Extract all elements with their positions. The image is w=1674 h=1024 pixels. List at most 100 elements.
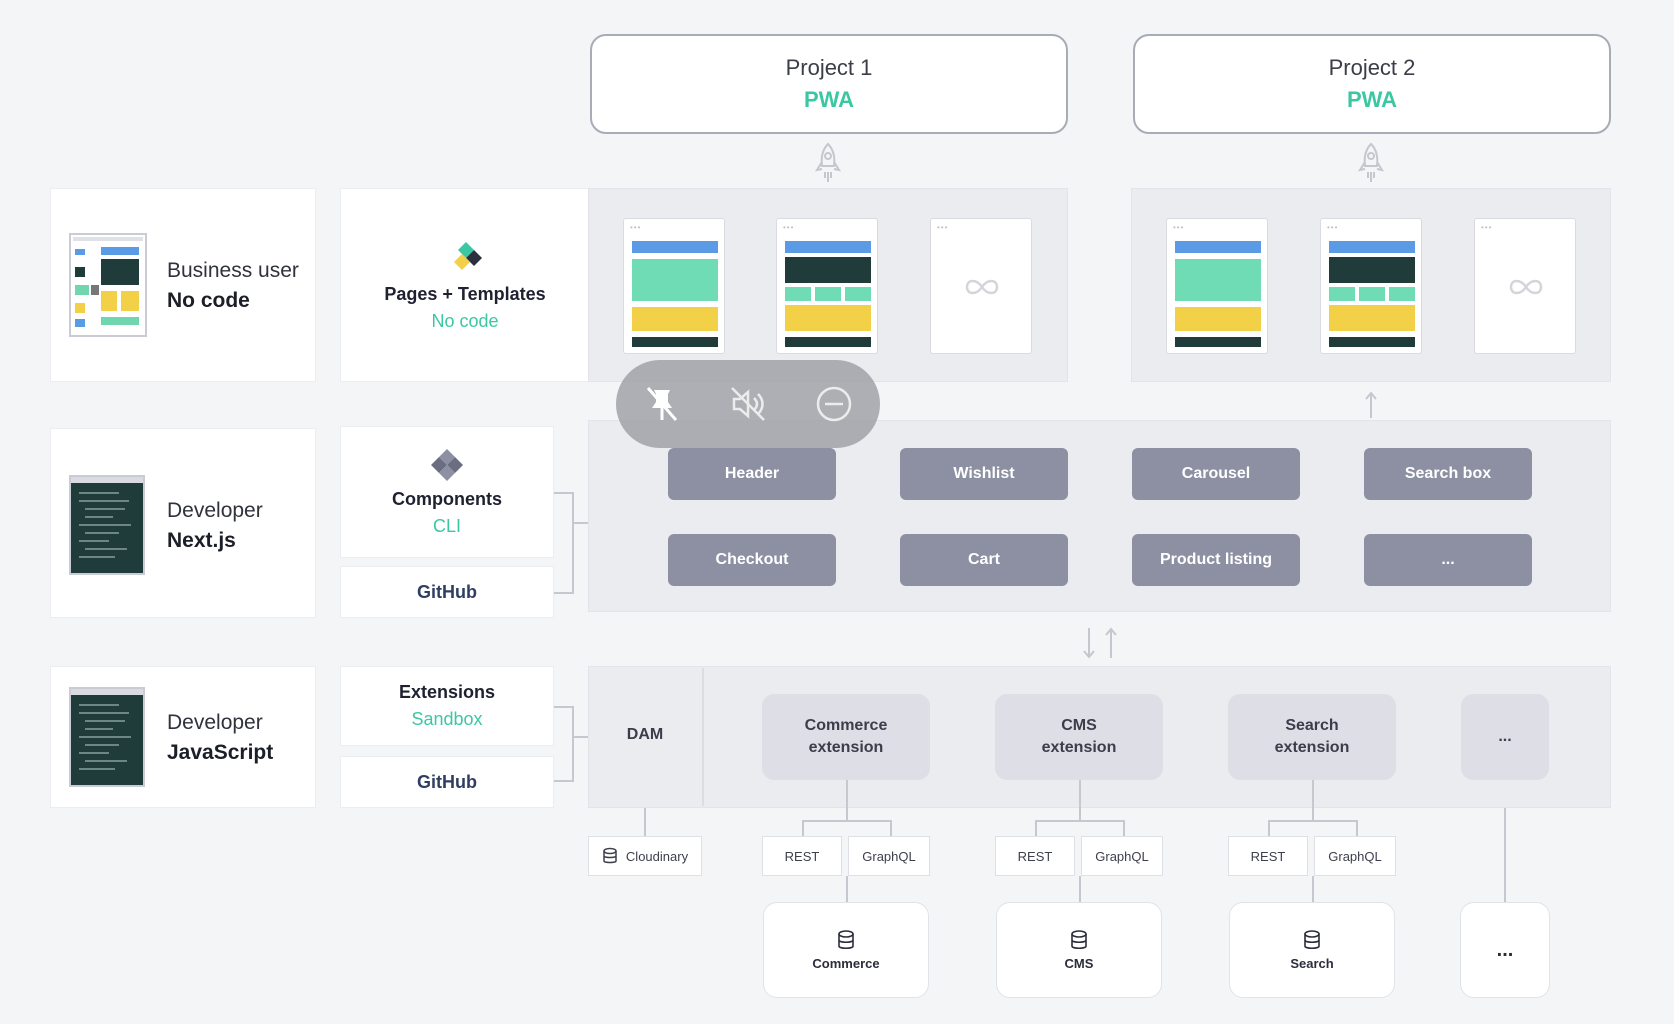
connector-line <box>1356 820 1358 836</box>
github-label: GitHub <box>417 581 477 602</box>
components-box: Components CLI <box>340 426 554 558</box>
database-icon <box>1304 929 1320 949</box>
dam-divider <box>702 668 704 806</box>
page-thumbnail[interactable]: ••• <box>776 218 878 354</box>
unpin-icon[interactable] <box>642 384 682 424</box>
connector-line <box>554 592 574 594</box>
arrow-up-icon <box>1365 391 1377 418</box>
database-icon <box>603 847 617 864</box>
connector-line <box>572 522 590 524</box>
project-2-title: Project 2 <box>1328 55 1416 80</box>
persona-developer-javascript: Developer JavaScript <box>50 666 316 808</box>
component-wishlist-button[interactable]: Wishlist <box>900 448 1068 500</box>
connector-line <box>1268 820 1270 836</box>
component-product-listing-button[interactable]: Product listing <box>1132 534 1300 586</box>
connector-line <box>1312 876 1314 902</box>
backend-label: Search <box>1290 955 1334 971</box>
connector-line <box>572 736 590 738</box>
graphql-api-box: GraphQL <box>1314 836 1396 876</box>
pages-subtitle: No code <box>431 311 499 331</box>
persona-role: Developer <box>167 499 263 522</box>
connector-line <box>554 706 574 708</box>
persona-tech: JavaScript <box>167 741 274 764</box>
mute-icon[interactable] <box>728 384 768 424</box>
component-checkout-button[interactable]: Checkout <box>668 534 836 586</box>
commerce-backend[interactable]: Commerce <box>763 902 929 998</box>
connector-line <box>644 808 646 836</box>
cms-backend[interactable]: CMS <box>996 902 1162 998</box>
connector-line <box>802 820 804 836</box>
component-header-button[interactable]: Header <box>668 448 836 500</box>
arrow-down-icon <box>1083 628 1095 659</box>
commerce-extension-button[interactable]: Commerce extension <box>762 694 930 780</box>
extension-label: CMS extension <box>1041 716 1117 756</box>
connector-line <box>554 780 574 782</box>
minus-circle-icon[interactable] <box>814 384 854 424</box>
search-backend[interactable]: Search <box>1229 902 1395 998</box>
persona-tech: No code <box>167 289 250 312</box>
components-subtitle: CLI <box>432 516 461 536</box>
connector-line <box>890 820 892 836</box>
project-1-box: Project 1 PWA <box>590 34 1068 134</box>
components-github-link[interactable]: GitHub <box>340 566 554 618</box>
page-thumbnail[interactable]: ••• <box>623 218 725 354</box>
extensions-title: Extensions <box>398 682 496 702</box>
infinity-icon <box>1509 279 1543 295</box>
rest-api-box: REST <box>1228 836 1308 876</box>
media-controls-overlay <box>616 360 880 448</box>
persona-developer-nextjs: Developer Next.js <box>50 428 316 618</box>
extensions-subtitle: Sandbox <box>411 709 483 729</box>
pages-title: Pages + Templates <box>384 284 546 304</box>
cloudinary-label: Cloudinary <box>625 848 689 864</box>
search-extension-button[interactable]: Search extension <box>1228 694 1396 780</box>
connector-line <box>1123 820 1125 836</box>
infinity-icon <box>965 279 999 295</box>
extensions-github-link[interactable]: GitHub <box>340 756 554 808</box>
connector-line <box>1035 820 1037 836</box>
connector-line <box>846 780 848 820</box>
persona-business-user: Business user No code <box>50 188 316 382</box>
extensions-panel <box>588 666 1611 808</box>
more-extension-button[interactable]: ... <box>1461 694 1549 780</box>
arrow-up-icon <box>1105 627 1117 658</box>
backend-label: Commerce <box>812 955 880 971</box>
extension-label: Search extension <box>1274 716 1350 756</box>
code-editor-icon <box>69 687 145 787</box>
rest-api-box: REST <box>995 836 1075 876</box>
project-1-type: PWA <box>803 87 855 112</box>
page-thumbnail-empty[interactable]: ••• <box>930 218 1032 354</box>
connector-line <box>802 820 892 822</box>
more-backend[interactable]: ... <box>1460 902 1550 998</box>
connector-line <box>572 706 574 782</box>
persona-role: Developer <box>167 711 263 734</box>
connector-line <box>1504 808 1506 902</box>
graphql-api-box: GraphQL <box>848 836 930 876</box>
page-thumbnail-empty[interactable]: ••• <box>1474 218 1576 354</box>
components-title: Components <box>392 489 502 509</box>
database-icon <box>838 929 854 949</box>
connector-line <box>572 492 574 594</box>
persona-role: Business user <box>167 259 299 282</box>
project-2-box: Project 2 PWA <box>1133 34 1611 134</box>
component-search-box-button[interactable]: Search box <box>1364 448 1532 500</box>
page-thumbnail[interactable]: ••• <box>1166 218 1268 354</box>
backend-label: ... <box>1496 938 1514 961</box>
backend-label: CMS <box>1064 955 1094 971</box>
cms-extension-button[interactable]: CMS extension <box>995 694 1163 780</box>
component-carousel-button[interactable]: Carousel <box>1132 448 1300 500</box>
persona-tech: Next.js <box>167 529 236 552</box>
github-label: GitHub <box>417 771 477 792</box>
database-icon <box>1071 929 1087 949</box>
component-cart-button[interactable]: Cart <box>900 534 1068 586</box>
extension-label: ... <box>1498 727 1512 745</box>
pages-logo-icon <box>454 242 482 270</box>
extensions-box: Extensions Sandbox <box>340 666 554 746</box>
rocket-icon <box>1357 142 1385 182</box>
page-thumbnail[interactable]: ••• <box>1320 218 1422 354</box>
code-editor-icon <box>69 475 145 575</box>
component-more-button[interactable]: ... <box>1364 534 1532 586</box>
connector-line <box>1079 876 1081 902</box>
graphql-api-box: GraphQL <box>1081 836 1163 876</box>
extension-label: Commerce extension <box>804 716 888 756</box>
connector-line <box>1079 780 1081 820</box>
